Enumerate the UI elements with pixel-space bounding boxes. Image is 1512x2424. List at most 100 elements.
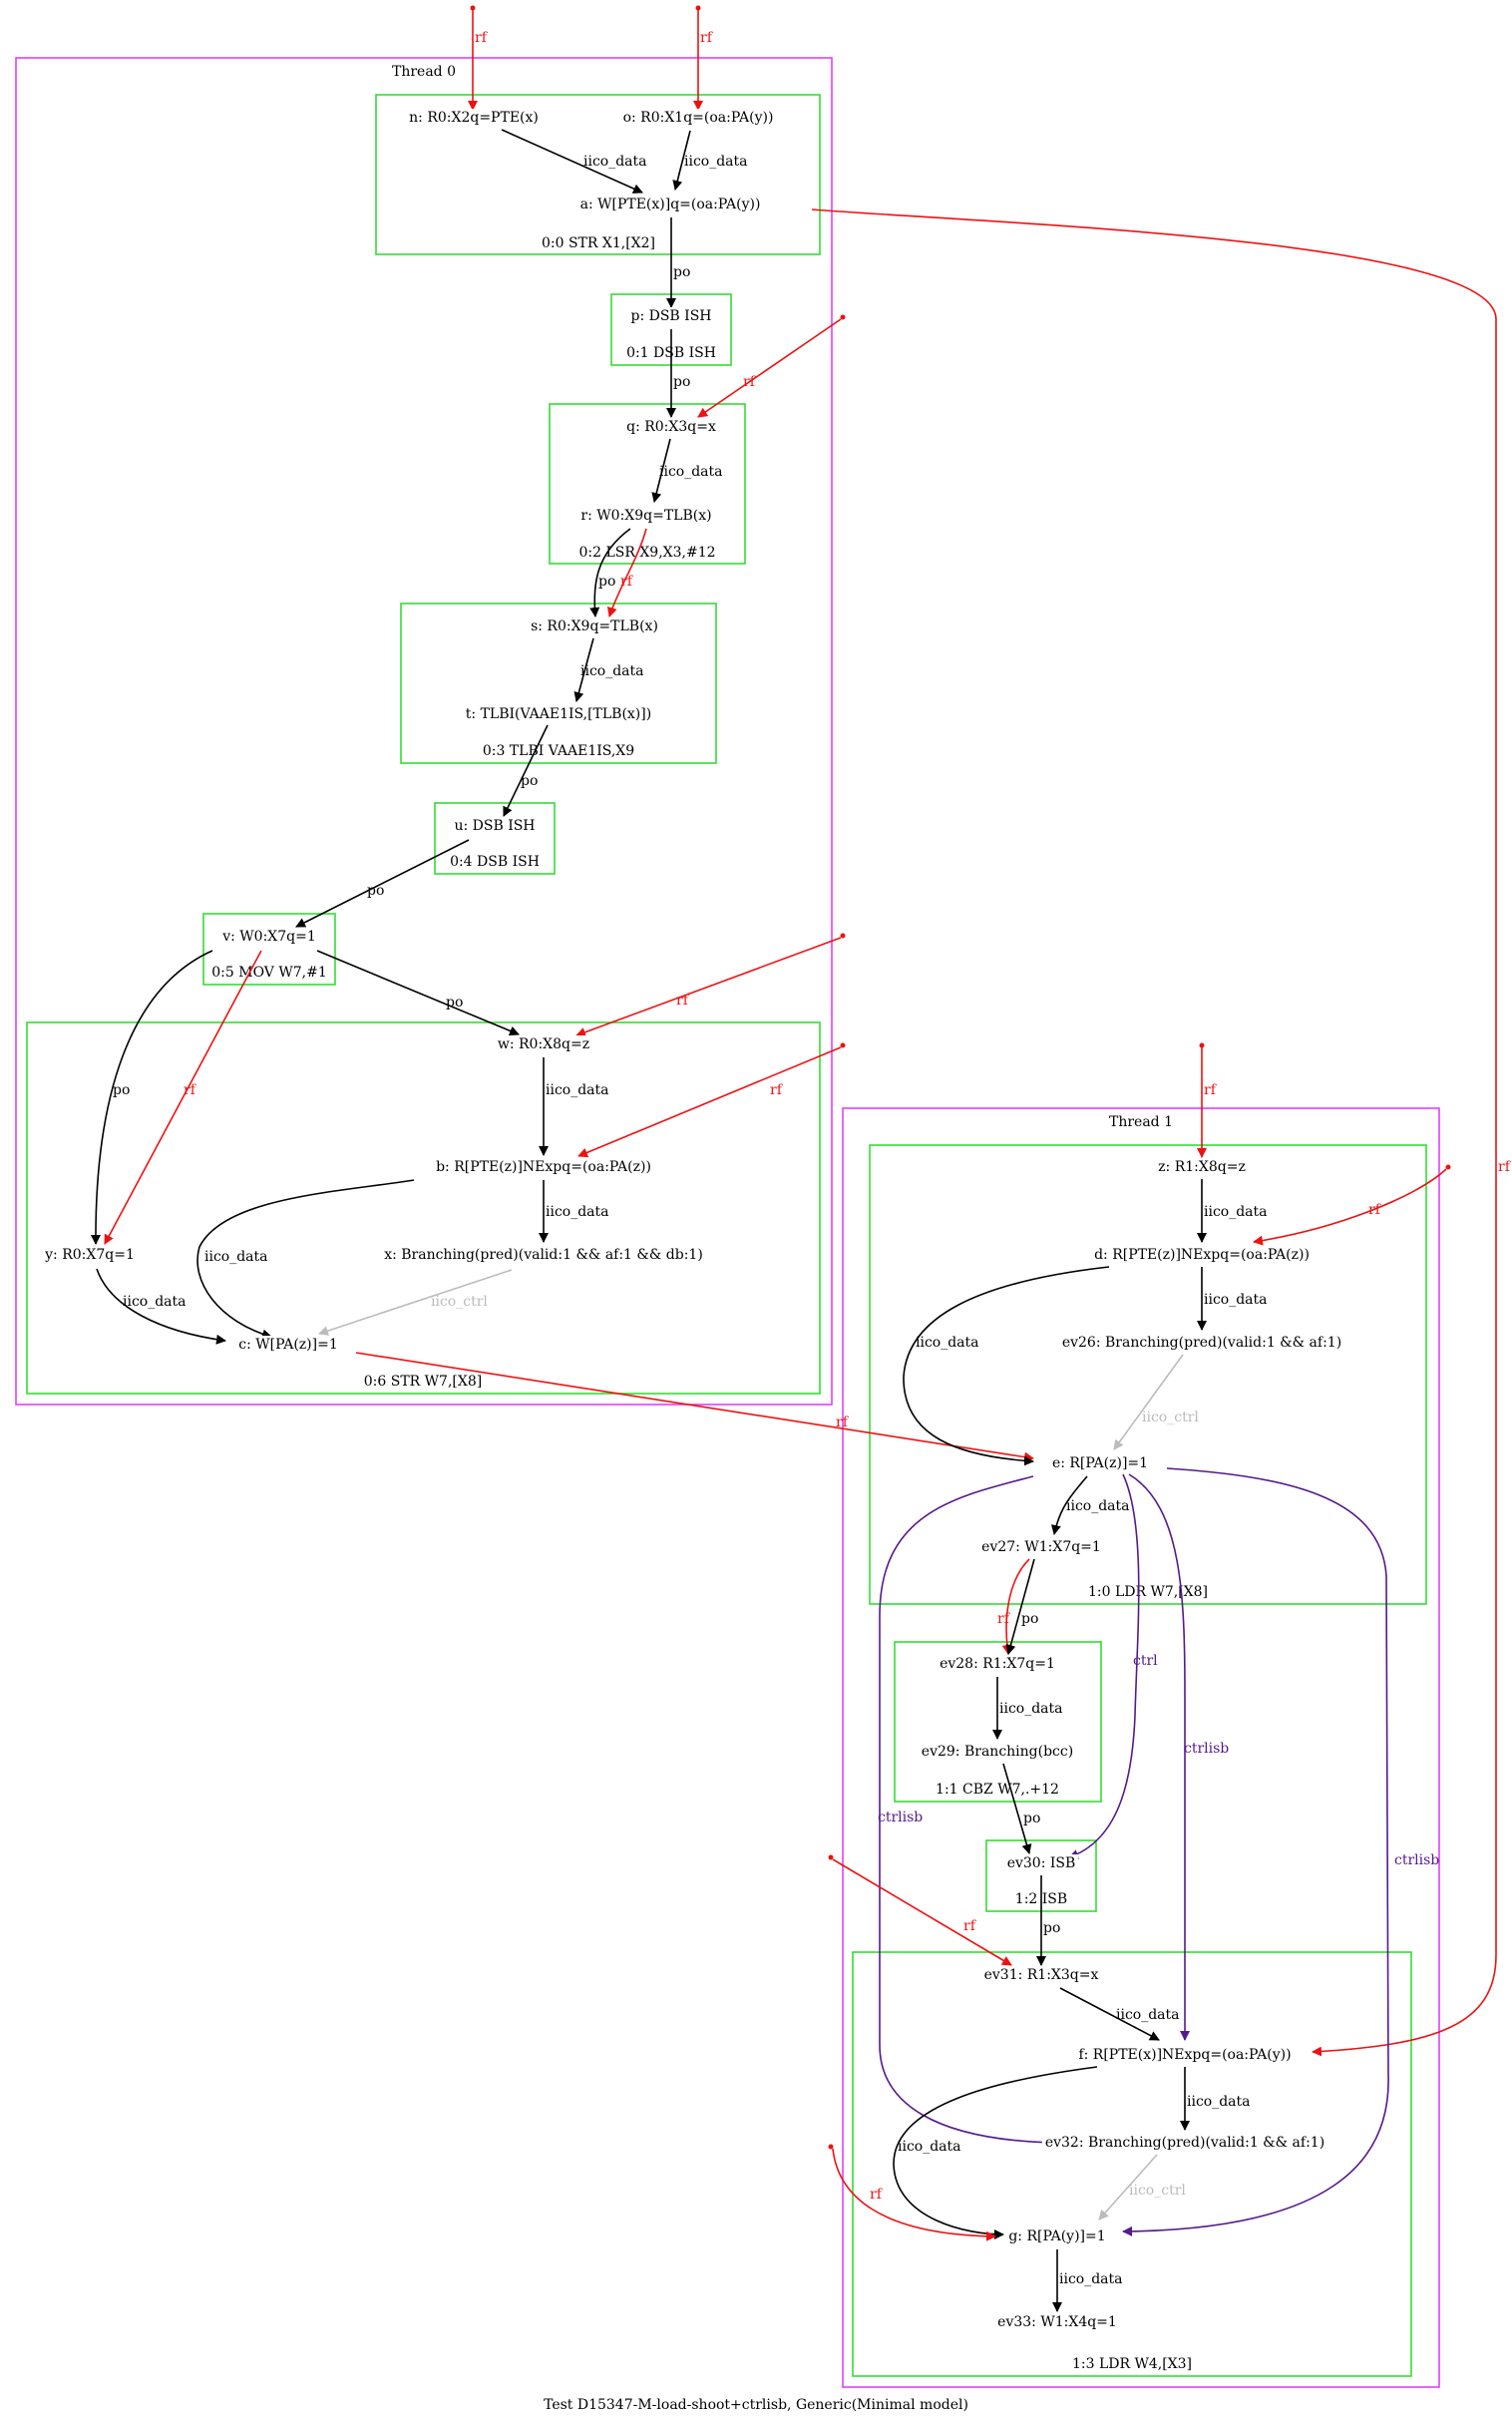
node-label-backdrop [494,1035,593,1053]
edge-label-ev32-g: iico_ctrl [1129,2183,1186,2199]
edge-label-b-x: iico_data [546,1204,609,1220]
edge-y-c: iico_data [96,1268,226,1345]
edge-rf-in-n: rf [468,5,489,111]
event-node-o: o: R0:X1q=(oa:PA(y)) [623,110,774,126]
instr-label-0-6: 0:6 STR W7,[X8] [364,1374,482,1390]
node-label-backdrop [937,1655,1058,1673]
node-label-backdrop [462,705,655,723]
edge-e-ev32: ctrlisb [878,1475,1054,2148]
edge-rf-in-z: rf [1197,1042,1218,1158]
edge-label-rf-in-q: rf [743,374,757,390]
node-label-backdrop [577,507,715,525]
edge-label-b-c: iico_data [204,1249,268,1265]
edge-ev31-f: iico_data [1059,1987,1180,2041]
edge-label-p-q: po [673,374,690,390]
edge-label-c-e: rf [836,1414,850,1430]
edge-label-ev26-e: iico_ctrl [1142,1410,1199,1425]
edge-b-c: iico_data [196,1179,415,1340]
event-node-u: u: DSB ISH [454,818,535,834]
event-node-d: d: R[PTE(z)]NExpq=(oa:PA(z)) [1094,1247,1310,1263]
event-node-v: v: W0:X7q=1 [221,929,316,945]
node-label-backdrop [360,1373,486,1391]
edge-e-g: ctrlisb [1122,1467,1439,2236]
edge-o-a: iico_data [672,130,748,191]
edge-rf-in-d: rf [1253,1164,1451,1246]
event-node-b: b: R[PTE(z)]NExpq=(oa:PA(z)) [436,1159,651,1175]
edge-v-w: po [316,950,520,1036]
edge-ev27-ev28-rf: rf [997,1558,1030,1655]
edge-u-v: po [295,839,470,928]
node-label-backdrop [1075,2046,1295,2064]
edge-label-e-ev30: ctrl [1133,1653,1158,1669]
node-label-backdrop [575,544,719,562]
edge-r-s-rf: rf [606,528,647,617]
node-label-backdrop [208,964,330,982]
instr-box-1-0: 1:0 LDR W7,[X8] [869,1144,1427,1605]
edge-label-ev27-ev28-rf: rf [997,1611,1011,1627]
node-label-backdrop [406,109,542,127]
edge-label-d-ev26: iico_data [1204,1292,1268,1308]
instr-box-0-2: 0:2 LSR X9,X3,#12 [549,403,746,565]
node-label-backdrop [619,109,777,127]
edge-b-x: iico_data [539,1180,609,1243]
instr-label-0-0: 0:0 STR X1,[X2] [542,235,655,251]
instr-label-0-5: 0:5 MOV W7,#1 [211,965,327,981]
event-node-n: n: R0:X2q=PTE(x) [409,110,539,126]
node-label-backdrop [627,307,715,325]
node-label-backdrop [538,234,659,252]
event-node-y: y: R0:X7q=1 [44,1247,135,1263]
event-node-ev32: ev32: Branching(pred)(valid:1 && af:1) [1045,2135,1324,2151]
edge-ev30-ev31: po [1036,1875,1060,1966]
edge-label-u-v: po [367,883,384,899]
edge-label-a-f: rf [1498,1159,1512,1175]
edge-f-ev32: iico_data [1180,2067,1251,2131]
edge-label-a-p: po [673,264,690,280]
edge-label-rf-in-d: rf [1368,1202,1382,1218]
edge-label-ev28-ev29: iico_data [999,1701,1063,1717]
edge-label-t-u: po [521,773,538,789]
edge-label-x-c: iico_ctrl [431,1294,488,1310]
edge-label-rf-in-b: rf [770,1082,784,1098]
event-node-ev28: ev28: R1:X7q=1 [940,1656,1055,1672]
event-node-e: e: R[PA(z)]=1 [1052,1455,1148,1471]
edge-c-e: rf [355,1352,1034,1462]
edge-t-u: po [503,724,549,817]
edge-z-d: iico_data [1197,1179,1268,1243]
edge-rf-in-w: rf [575,933,846,1037]
edge-label-s-t: iico_data [580,663,644,679]
node-label-backdrop [1068,2355,1196,2373]
edge-label-v-y-rf: rf [184,1082,197,1098]
edge-v-y-po: po [90,950,213,1245]
node-label-backdrop [433,1158,654,1176]
node-label-backdrop [451,817,539,835]
edge-label-v-w: po [446,995,463,1010]
diagram-caption: Test D15347-M-load-shoot+ctrlisb, Generi… [544,2397,968,2413]
node-label-backdrop [528,617,661,635]
edge-s-t: iico_data [573,637,644,702]
instr-box-1-3: 1:3 LDR W4,[X3] [852,1951,1412,2377]
event-node-x: x: Branching(pred)(valid:1 && af:1 && db… [384,1247,703,1263]
edge-rf-in-g: rf [828,2144,996,2241]
edge-ev27-ev28-po: po [1005,1558,1038,1655]
edge-ev32-g: iico_ctrl [1098,2154,1186,2221]
node-label-backdrop [479,742,638,760]
thread-0-cluster: Thread 0 [15,57,833,1406]
edge-a-f: rf [811,208,1512,2057]
event-node-c: c: W[PA(z)]=1 [238,1337,338,1353]
edge-label-v-y-po: po [113,1082,130,1098]
thread-0-title: Thread 0 [392,64,456,80]
edge-label-r-s-po: po [598,574,615,590]
edge-label-rf-in-g: rf [870,2187,884,2203]
node-label-backdrop [41,1246,138,1264]
node-label-backdrop [1084,1583,1212,1601]
edge-ev29-ev30: po [1002,1763,1040,1854]
node-label-backdrop [623,418,719,436]
edge-rf-in-b: rf [577,1042,846,1158]
edge-g-ev33: iico_data [1052,2249,1123,2312]
event-node-g: g: R[PA(y)]=1 [1008,2228,1105,2244]
event-node-z: z: R1:X8q=z [1158,1159,1246,1175]
edge-label-q-r: iico_data [659,464,723,480]
event-node-ev31: ev31: R1:X3q=x [984,1967,1099,1983]
node-label-backdrop [980,1966,1102,1984]
